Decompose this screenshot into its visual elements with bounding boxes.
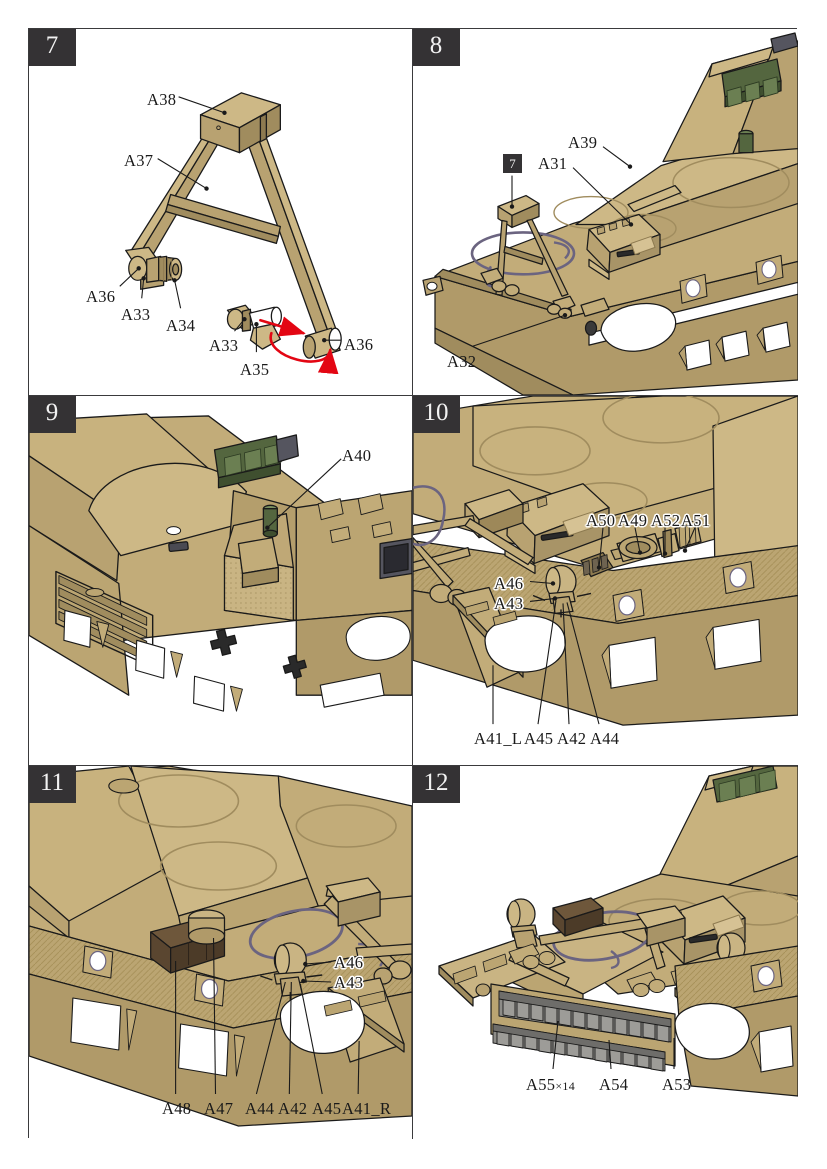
part-label-a43: A43	[494, 594, 524, 613]
step-number-badge-11: 11	[29, 766, 76, 803]
step-panel-7: 7	[29, 29, 413, 396]
part-label-a55: A55×14	[526, 1075, 575, 1095]
step-10-illustration	[413, 396, 798, 765]
step-9-illustration	[29, 396, 412, 765]
step-panel-11: 11	[29, 766, 413, 1139]
step-number-badge-9: 9	[29, 396, 76, 433]
part-label-a48: A48	[162, 1099, 192, 1118]
part-label-a41-l: A41_L	[474, 729, 523, 748]
step-11-illustration	[29, 766, 412, 1139]
part-label-a45: A45	[312, 1099, 342, 1118]
part-label-a34: A34	[166, 316, 196, 335]
step-panel-9: 9	[29, 396, 413, 766]
part-label-a31: A31	[538, 154, 568, 173]
step-12-illustration	[413, 766, 798, 1139]
part-label-a35: A35	[240, 360, 270, 379]
instruction-sheet-grid: 7	[28, 28, 798, 1139]
step-number-badge-7: 7	[29, 29, 76, 66]
part-label-a41-r: A41_R	[342, 1099, 392, 1118]
part-label-a33-left: A33	[121, 305, 151, 324]
part-label-a43: A43	[334, 973, 364, 992]
part-label-a44: A44	[590, 729, 620, 748]
part-label-a51: A51	[681, 511, 711, 530]
part-label-a46: A46	[334, 953, 364, 972]
part-label-a49: A49	[618, 511, 648, 530]
step-panel-10: 10	[413, 396, 798, 766]
part-label-a38: A38	[147, 90, 177, 109]
step-number-badge-12: 12	[413, 766, 460, 803]
part-label-a37: A37	[124, 151, 154, 170]
step-7-illustration	[29, 29, 412, 395]
part-label-a52: A52	[651, 511, 681, 530]
part-label-a47: A47	[204, 1099, 234, 1118]
part-label-a32: A32	[447, 352, 477, 371]
part-label-a36-left: A36	[86, 287, 116, 306]
part-label-a44: A44	[245, 1099, 275, 1118]
part-label-a45: A45	[524, 729, 554, 748]
step-number-badge-10: 10	[413, 396, 460, 433]
part-label-a46: A46	[494, 574, 524, 593]
part-label-a55-multiplier: ×14	[555, 1079, 575, 1093]
part-label-a53: A53	[662, 1075, 692, 1094]
part-label-a39: A39	[568, 133, 598, 152]
part-label-a40: A40	[342, 446, 372, 465]
step-8-illustration	[413, 29, 798, 395]
part-label-a54: A54	[599, 1075, 629, 1094]
step-number-badge-8: 8	[413, 29, 460, 66]
part-label-a33-right: A33	[209, 336, 239, 355]
part-label-a50: A50	[586, 511, 616, 530]
part-label-a55-text: A55	[526, 1075, 556, 1094]
step-panel-12: 12	[413, 766, 798, 1139]
part-label-a42: A42	[278, 1099, 308, 1118]
part-label-a42: A42	[557, 729, 587, 748]
part-label-a36-right: A36	[344, 335, 374, 354]
subassembly-ref-badge-7: 7	[503, 154, 522, 173]
step-panel-8: 8	[413, 29, 798, 396]
